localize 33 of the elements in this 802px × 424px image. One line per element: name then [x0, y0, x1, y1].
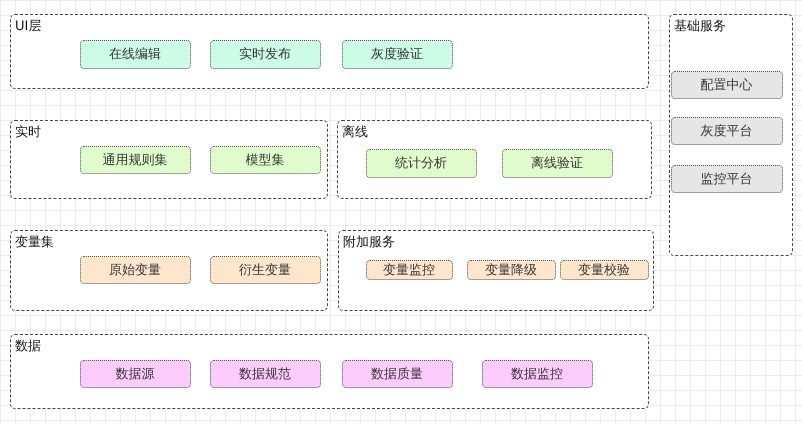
layer-title: UI层 — [15, 18, 42, 35]
layer-panel — [10, 14, 649, 89]
module-box: 配置中心 — [670, 70, 783, 99]
module-box: 数据源 — [80, 360, 191, 388]
layer-panel — [337, 120, 652, 199]
layer-title: 数据 — [15, 338, 41, 355]
layer-title: 基础服务 — [674, 18, 726, 35]
layer-title: 离线 — [342, 124, 368, 141]
layer-panel — [10, 334, 649, 409]
module-box: 衍生变量 — [210, 256, 321, 284]
layer-panel — [669, 14, 793, 256]
module-box: 离线验证 — [502, 148, 613, 178]
module-box: 数据质量 — [342, 360, 453, 388]
module-box: 变量监控 — [366, 260, 453, 280]
layer-title: 附加服务 — [343, 234, 395, 251]
module-box: 原始变量 — [80, 256, 191, 284]
layer-panel — [10, 230, 328, 311]
module-box: 灰度验证 — [342, 40, 453, 69]
module-box: 数据监控 — [482, 360, 593, 388]
module-box: 数据规范 — [210, 360, 321, 388]
module-box: 模型集 — [210, 146, 321, 174]
layer-title: 实时 — [15, 124, 41, 141]
module-box: 监控平台 — [670, 164, 783, 193]
module-box: 变量降级 — [466, 260, 556, 280]
module-box: 变量校验 — [560, 260, 649, 280]
layer-title: 变量集 — [15, 234, 54, 251]
module-box: 在线编辑 — [80, 40, 191, 69]
layer-panel — [10, 120, 328, 199]
module-box: 统计分析 — [366, 148, 477, 178]
module-box: 实时发布 — [210, 40, 321, 69]
module-box: 灰度平台 — [670, 116, 783, 145]
module-box: 通用规则集 — [80, 146, 191, 174]
layer-panel — [338, 230, 654, 311]
